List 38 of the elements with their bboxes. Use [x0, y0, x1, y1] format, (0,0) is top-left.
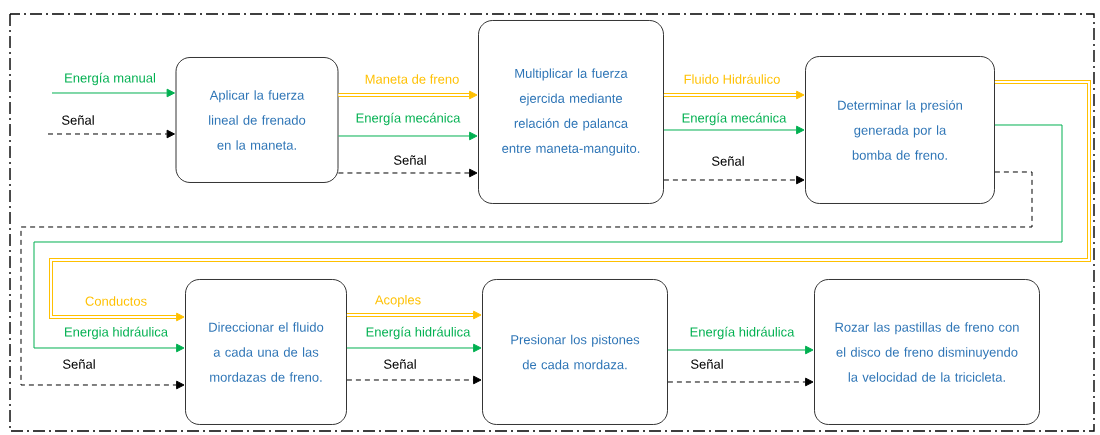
arrow — [20, 171, 1033, 390]
edge-label: Energía hidráulica — [690, 326, 795, 340]
process-box: Rozar las pastillas de freno con el disco de freno disminuyendo la velocidad de la tricicleta. — [814, 279, 1040, 425]
process-box: Direccionar el fluido a cada una de las mordazas de freno. — [185, 279, 347, 425]
edge-label: Energía mecánica — [356, 112, 461, 126]
arrow — [47, 129, 175, 139]
arrow — [346, 375, 482, 385]
arrow — [663, 175, 805, 185]
edge-label: Energía hidráulica — [366, 326, 471, 340]
edge-label: Señal — [63, 359, 95, 369]
edge-label: Señal — [384, 359, 416, 369]
arrow — [49, 80, 1091, 322]
process-box: Presionar los pistones de cada mordaza. — [482, 279, 668, 425]
edge-label: Acoples — [374, 294, 421, 308]
edge-label: Energía manual — [65, 72, 155, 86]
process-box: Aplicar la fuerza lineal de frenado en la maneta. — [175, 57, 339, 183]
edge-label: Maneta de freno — [365, 74, 459, 84]
arrow — [662, 90, 805, 100]
edge-label: Fluido Hidráulico — [684, 74, 780, 84]
arrow — [337, 90, 478, 100]
arrow — [667, 377, 814, 387]
arrow — [51, 88, 175, 98]
arrow — [345, 310, 482, 320]
edge-label: Energia hidráulica — [65, 326, 168, 340]
edge-label: Señal — [691, 359, 723, 369]
arrow — [346, 343, 482, 353]
arrow — [337, 131, 478, 141]
edge-label: Señal — [62, 115, 94, 125]
arrow — [33, 124, 1063, 353]
edge-label: Señal — [394, 155, 426, 165]
edge-label: Energía mecánica — [682, 112, 787, 126]
arrow — [663, 125, 805, 135]
edge-label: Conductos — [85, 296, 147, 306]
edge-label: Señal — [712, 156, 744, 166]
process-box: Determinar la presión generada por la bomba de freno. — [805, 56, 995, 204]
process-box: Multiplicar la fuerza ejercida mediante relación de palanca entre maneta-manguito. — [478, 20, 664, 204]
arrow — [667, 345, 814, 355]
arrow — [337, 168, 478, 178]
